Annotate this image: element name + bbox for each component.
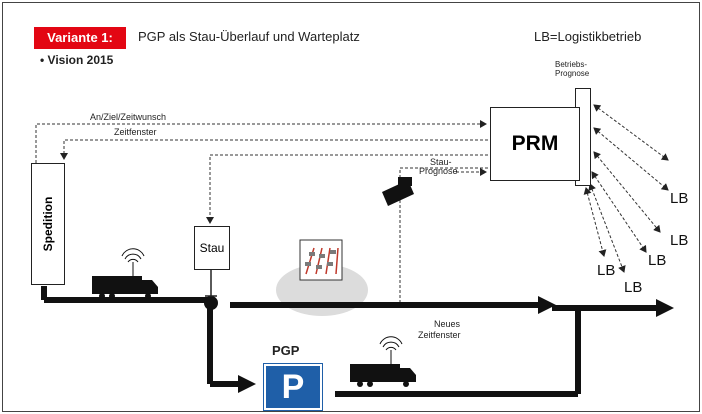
diagram-title: PGP als Stau-Überlauf und Warteplatz <box>138 29 360 44</box>
parking-sign: P <box>264 364 322 410</box>
truck-icon <box>350 364 416 387</box>
antenna-icon <box>379 336 403 364</box>
stau-prognose-label-2: Prognose <box>419 166 458 176</box>
stau-box: Stau <box>194 226 230 270</box>
prm-box: PRM <box>490 107 580 181</box>
traffic-jam-icon <box>299 239 343 281</box>
lb-node: LB <box>670 190 689 207</box>
lb-node: LB <box>670 232 689 249</box>
info-flows <box>35 104 669 302</box>
pgp-label: PGP <box>272 343 300 358</box>
pgp-branch-arrow <box>238 375 256 393</box>
spedition-label: Spedition <box>41 196 55 252</box>
stau-prognose-label-1: Stau- <box>430 157 452 167</box>
main-road-end-arrow <box>656 299 674 317</box>
lb-node: LB <box>624 279 643 296</box>
antenna-icon <box>121 248 145 276</box>
lb-definition: LB=Logistikbetrieb <box>534 29 642 44</box>
neues-zeitfenster-label-2: Zeitfenster <box>418 330 461 340</box>
truck-icon <box>92 276 158 299</box>
variant-badge: Variante 1: <box>34 27 126 49</box>
an-ziel-label: An/Ziel/Zeitwunsch <box>90 112 167 122</box>
zeitfenster-label: Zeitfenster <box>114 127 157 137</box>
lb-node: LB <box>597 262 616 279</box>
neues-zeitfenster-label-1: Neues <box>434 319 461 329</box>
vision-subtitle: • Vision 2015 <box>40 53 114 67</box>
main-road <box>41 286 660 397</box>
main-road-arrow <box>538 296 556 314</box>
lb-node: LB <box>648 252 667 269</box>
camera-icon <box>382 177 414 206</box>
junction-node <box>204 296 218 310</box>
spedition-box: Spedition <box>31 163 65 285</box>
betriebs-prognose-label: Betriebs- Prognose <box>555 60 590 78</box>
